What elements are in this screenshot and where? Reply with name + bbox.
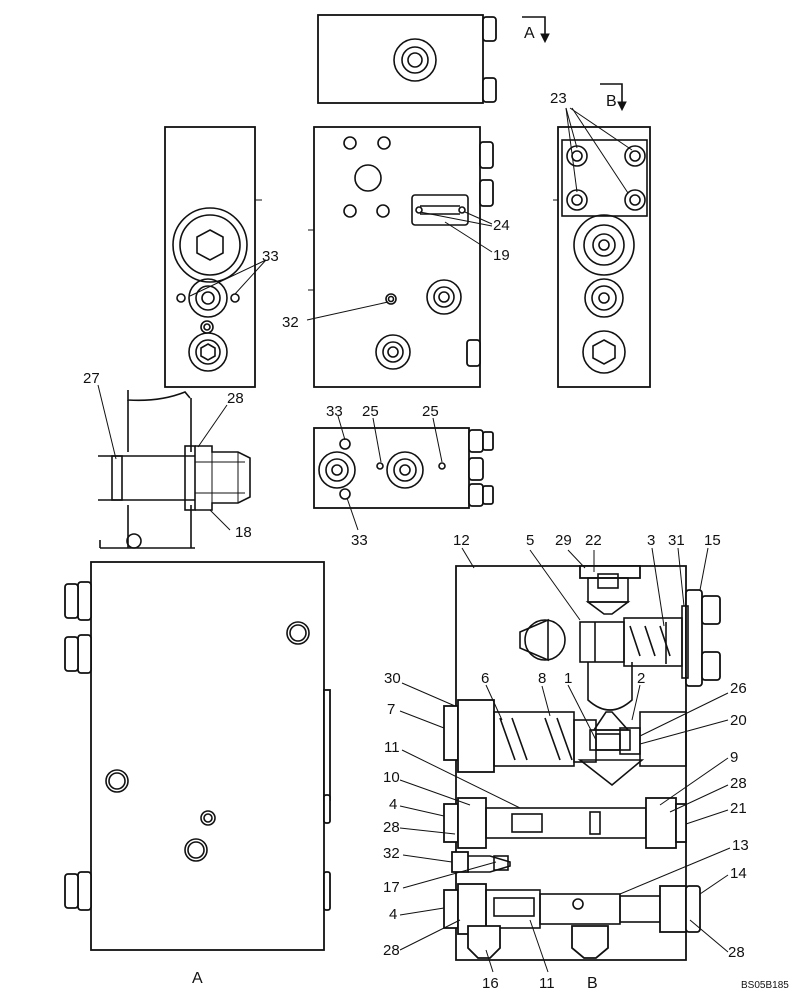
callout-28: 28 (227, 390, 244, 407)
callout-22: 22 (585, 532, 602, 549)
callout-33: 33 (351, 532, 368, 549)
callout-labels: 23 24 19 33 32 27 28 18 33 25 25 33 12 5… (83, 90, 749, 992)
leader-lines (97, 107, 731, 973)
top-view-block: A (317, 14, 550, 104)
callout-28: 28 (728, 944, 745, 961)
view-a-caption: A (192, 970, 203, 987)
callout-12: 12 (453, 532, 470, 549)
bottom-view-block (313, 427, 494, 509)
callout-25: 25 (362, 403, 379, 420)
fitting-detail (98, 390, 251, 549)
callout-24: 24 (493, 217, 510, 234)
callout-33: 33 (262, 248, 279, 265)
callout-8: 8 (538, 670, 546, 687)
callout-28: 28 (730, 775, 747, 792)
callout-6: 6 (481, 670, 489, 687)
callout-33: 33 (326, 403, 343, 420)
section-view-a (64, 561, 331, 951)
callout-14: 14 (730, 865, 747, 882)
section-mark-b: B (606, 93, 617, 110)
callout-31: 31 (668, 532, 685, 549)
callout-19: 19 (493, 247, 510, 264)
callout-30: 30 (384, 670, 401, 687)
callout-28: 28 (383, 942, 400, 959)
drawing-code: BS05B185 (741, 980, 789, 991)
callout-7: 7 (387, 701, 395, 718)
callout-10: 10 (383, 769, 400, 786)
left-side-view-block (164, 126, 262, 388)
callout-23: 23 (550, 90, 567, 107)
callout-26: 26 (730, 680, 747, 697)
section-mark-a: A (524, 25, 535, 42)
callout-25: 25 (422, 403, 439, 420)
callout-5: 5 (526, 532, 534, 549)
front-view-block (308, 126, 494, 388)
callout-17: 17 (383, 879, 400, 896)
callout-4: 4 (389, 796, 397, 813)
callout-28: 28 (383, 819, 400, 836)
callout-1: 1 (564, 670, 572, 687)
callout-15: 15 (704, 532, 721, 549)
callout-18: 18 (235, 524, 252, 541)
callout-20: 20 (730, 712, 747, 729)
callout-13: 13 (732, 837, 749, 854)
callout-32: 32 (282, 314, 299, 331)
section-view-b (443, 565, 721, 961)
callout-21: 21 (730, 800, 747, 817)
callout-2: 2 (637, 670, 645, 687)
callout-4: 4 (389, 906, 397, 923)
callout-32: 32 (383, 845, 400, 862)
callout-11: 11 (384, 739, 400, 756)
callout-29: 29 (555, 532, 572, 549)
callout-27: 27 (83, 370, 100, 387)
callout-9: 9 (730, 749, 738, 766)
callout-16: 16 (482, 975, 499, 992)
right-side-view-block: B (553, 83, 651, 388)
callout-3: 3 (647, 532, 655, 549)
view-b-caption: B (587, 975, 598, 992)
callout-11: 11 (539, 975, 555, 992)
